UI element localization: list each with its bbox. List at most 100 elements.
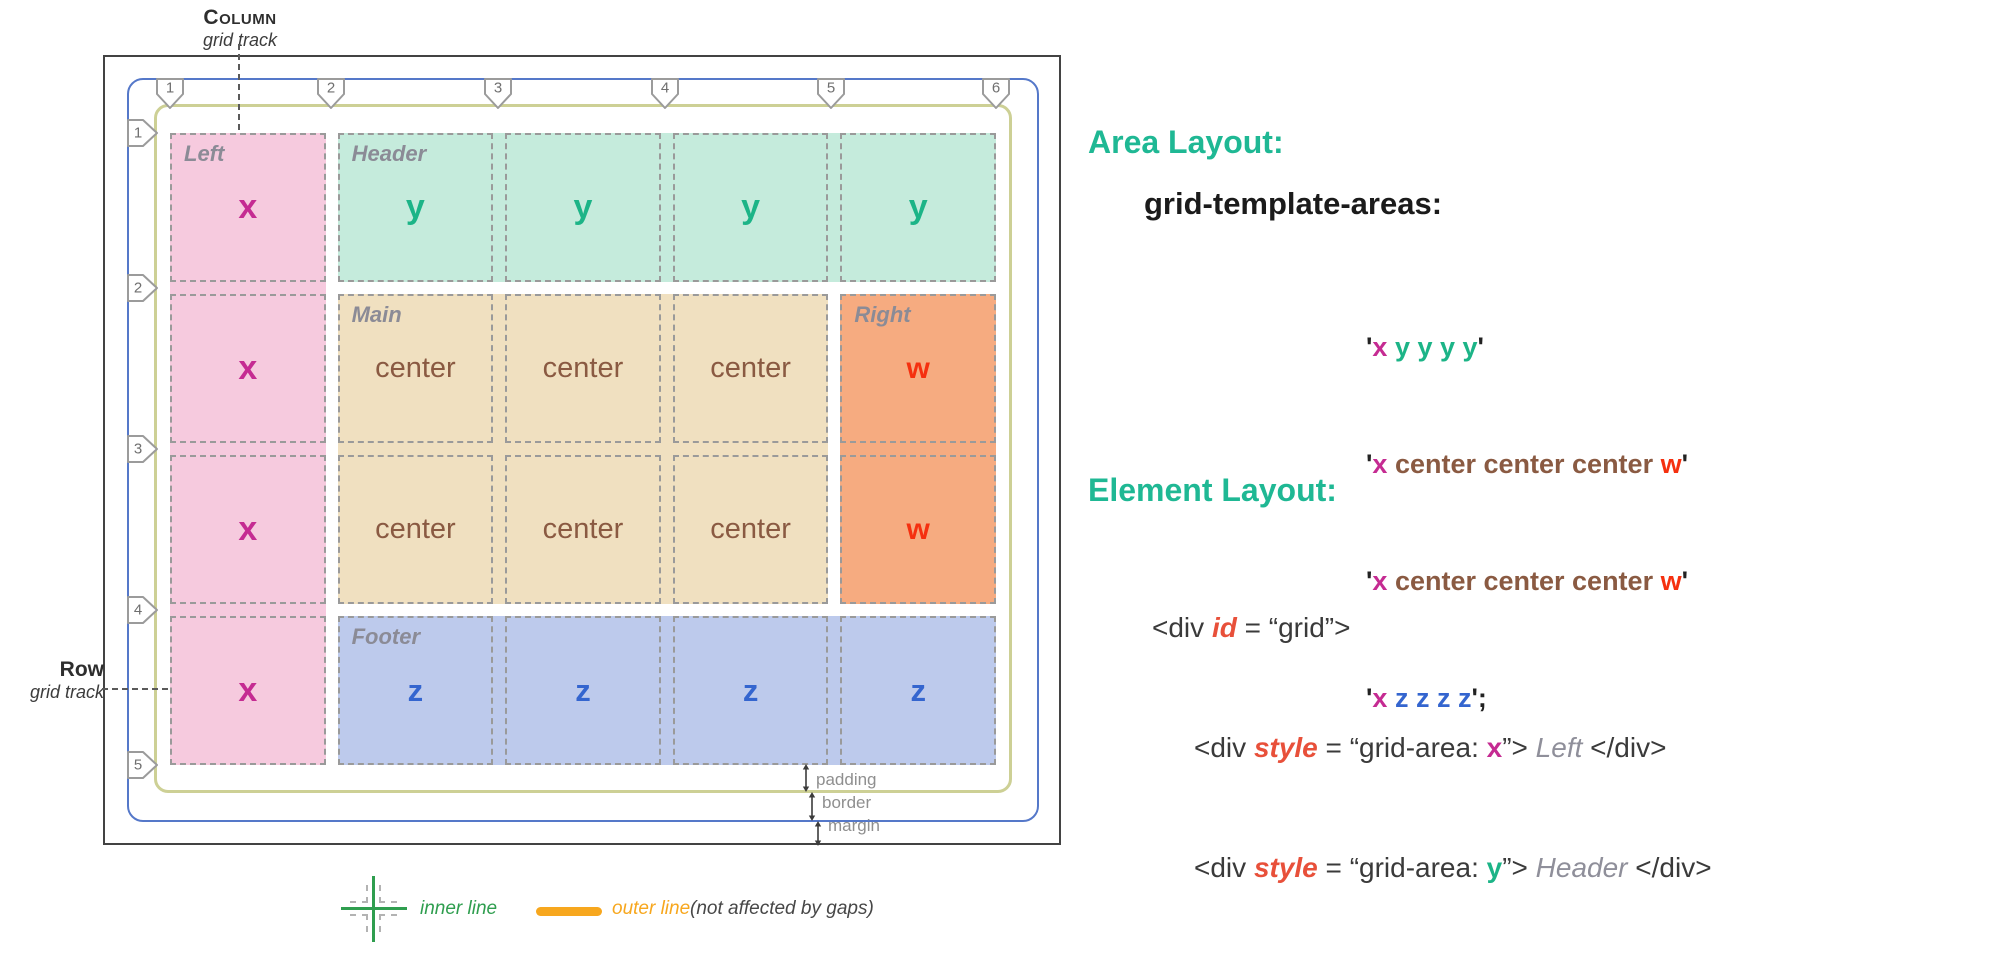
column-track-subtitle: grid track xyxy=(202,30,278,50)
code-line-open: <div id = “grid”> xyxy=(1152,612,1351,643)
svg-text:3: 3 xyxy=(134,441,142,458)
template-row-3: 'x center center center w' xyxy=(1366,566,1689,596)
column-line-marker-6: 6 xyxy=(982,78,1010,109)
cell: y xyxy=(337,133,494,282)
cell: w xyxy=(840,294,996,443)
cell-letter: x xyxy=(238,671,258,709)
row-line-marker-1: 1 xyxy=(127,119,158,147)
cell-letter: center xyxy=(542,513,624,545)
grid-template-areas-property: grid-template-areas: xyxy=(1144,186,1443,221)
column-track-title: Column xyxy=(203,6,277,29)
area-footer: Footer z z z z xyxy=(337,616,996,765)
column-line-marker-5: 5 xyxy=(817,78,845,109)
cell-corner-mark xyxy=(350,885,368,903)
margin-label: margin xyxy=(828,816,880,835)
row-line-marker-3: 3 xyxy=(127,435,158,463)
area-label-header: Header xyxy=(351,141,427,166)
outer-line-swatch xyxy=(536,907,602,916)
column-track-label: Column grid track xyxy=(173,6,307,51)
cell: y xyxy=(505,133,661,282)
cell: x xyxy=(170,133,326,282)
cell-letter: x xyxy=(238,349,258,387)
area-label-footer: Footer xyxy=(351,624,421,649)
cell: center xyxy=(337,455,494,604)
border-label: border xyxy=(822,793,872,812)
outer-line-label: outer line xyxy=(612,898,691,919)
cell: x xyxy=(170,455,326,604)
svg-text:5: 5 xyxy=(134,757,142,774)
cell-letter: x xyxy=(238,188,258,226)
cell-corner-mark xyxy=(350,914,368,932)
area-label-main: Main xyxy=(351,302,402,327)
cell-letter: center xyxy=(542,352,624,384)
margin-arrow xyxy=(814,821,822,846)
column-line-marker-4: 4 xyxy=(651,78,679,109)
cell: center xyxy=(505,455,661,604)
cell-corner-mark xyxy=(379,914,397,932)
element-layout-code: <div id = “grid”> <div style = “grid-are… xyxy=(1152,528,1749,959)
inner-line-horizontal xyxy=(341,907,407,910)
row-line-marker-5: 5 xyxy=(127,751,158,779)
cell-letter: y xyxy=(405,188,425,226)
cell: center xyxy=(672,294,829,443)
grid-template-areas-value: 'x y y y y' 'x center center center w' '… xyxy=(1366,250,1688,796)
cell: center xyxy=(337,294,494,443)
cell: y xyxy=(672,133,829,282)
template-row-1: 'x y y y y' xyxy=(1366,332,1484,362)
padding-label: padding xyxy=(816,770,877,789)
column-line-marker-3: 3 xyxy=(484,78,512,109)
cell-letter: center xyxy=(375,513,456,545)
row-track-indicator-line xyxy=(102,688,168,690)
cell-letter: w xyxy=(906,512,930,546)
svg-text:5: 5 xyxy=(827,80,835,97)
border-arrow xyxy=(808,792,816,821)
outer-line-note: (not affected by gaps) xyxy=(690,898,874,919)
row-track-subtitle: grid track xyxy=(29,682,104,702)
cell: z xyxy=(672,616,829,765)
cell-letter: z xyxy=(742,672,759,708)
cell-letter: y xyxy=(573,188,593,226)
svg-text:3: 3 xyxy=(494,80,502,97)
margin-box-outline xyxy=(103,55,1061,845)
svg-text:1: 1 xyxy=(166,80,174,97)
column-track-indicator-line xyxy=(238,44,240,130)
cell-letter: center xyxy=(710,513,791,545)
row-track-title: Row xyxy=(59,658,104,681)
cell: center xyxy=(505,294,661,443)
svg-text:4: 4 xyxy=(134,602,142,619)
template-row-2: 'x center center center w' xyxy=(1366,449,1689,479)
area-left: Left x x x x xyxy=(170,133,326,765)
padding-arrow xyxy=(802,764,810,792)
row-line-marker-2: 2 xyxy=(127,274,158,302)
area-label-left: Left xyxy=(184,141,225,166)
cell-letter: center xyxy=(375,352,456,384)
row-line-marker-4: 4 xyxy=(127,596,158,624)
cell: z xyxy=(840,616,996,765)
cell: z xyxy=(337,616,494,765)
cell-letter: y xyxy=(741,188,761,226)
area-layout-heading: Area Layout: xyxy=(1088,124,1284,160)
column-line-marker-1: 1 xyxy=(156,78,184,109)
cell-letter: x xyxy=(238,510,258,548)
cell-letter: z xyxy=(407,672,424,708)
cell-letter: center xyxy=(710,352,791,384)
grid-areas: Left x x x x Header y y y y Main center … xyxy=(170,133,996,765)
svg-text:1: 1 xyxy=(134,125,142,142)
cell: z xyxy=(505,616,661,765)
template-row-4: 'x z z z z'; xyxy=(1366,683,1487,713)
cell-letter: y xyxy=(908,188,928,226)
cell: w xyxy=(840,455,996,604)
cell-corner-mark xyxy=(379,885,397,903)
area-header: Header y y y y xyxy=(337,133,996,282)
element-layout-heading: Element Layout: xyxy=(1088,472,1337,508)
cell: x xyxy=(170,616,326,765)
inner-line-label: inner line xyxy=(420,898,498,919)
cell: x xyxy=(170,294,326,443)
area-label-right: Right xyxy=(854,302,911,327)
row-track-label: Row grid track xyxy=(12,658,104,703)
cell-letter: w xyxy=(906,351,930,385)
svg-text:6: 6 xyxy=(992,80,1000,97)
code-line-header: <div style = “grid-area: y”> Header </di… xyxy=(1194,852,1712,883)
cell: y xyxy=(840,133,996,282)
